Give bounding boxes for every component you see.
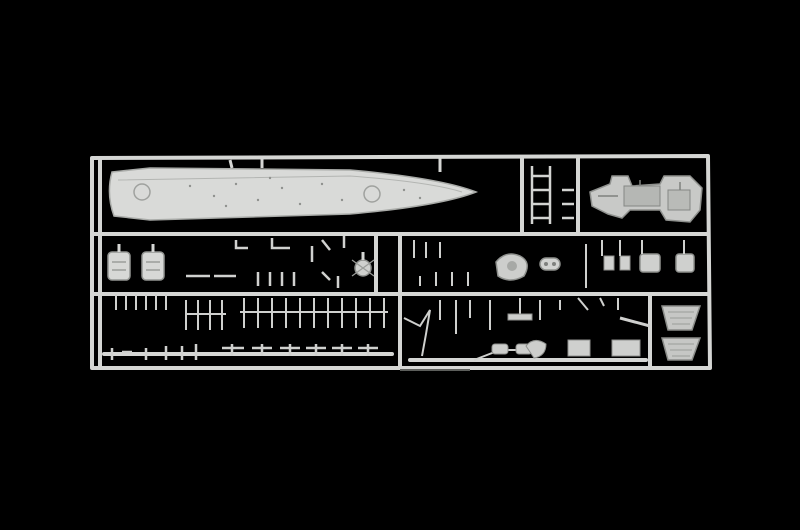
pin-row <box>115 294 388 330</box>
lower-right-parts <box>403 297 651 361</box>
right-section-parts <box>413 240 695 288</box>
bottom-row-parts <box>110 344 378 360</box>
deck-part <box>108 158 479 221</box>
crane-parts <box>661 305 702 361</box>
housing-parts <box>107 244 165 281</box>
ladder-parts <box>530 166 574 224</box>
small-fittings <box>186 236 346 288</box>
superstructure-part <box>589 175 703 223</box>
wheel-part <box>351 252 375 277</box>
sprue-outer-frame <box>90 154 712 370</box>
sprue-frame <box>90 154 712 370</box>
